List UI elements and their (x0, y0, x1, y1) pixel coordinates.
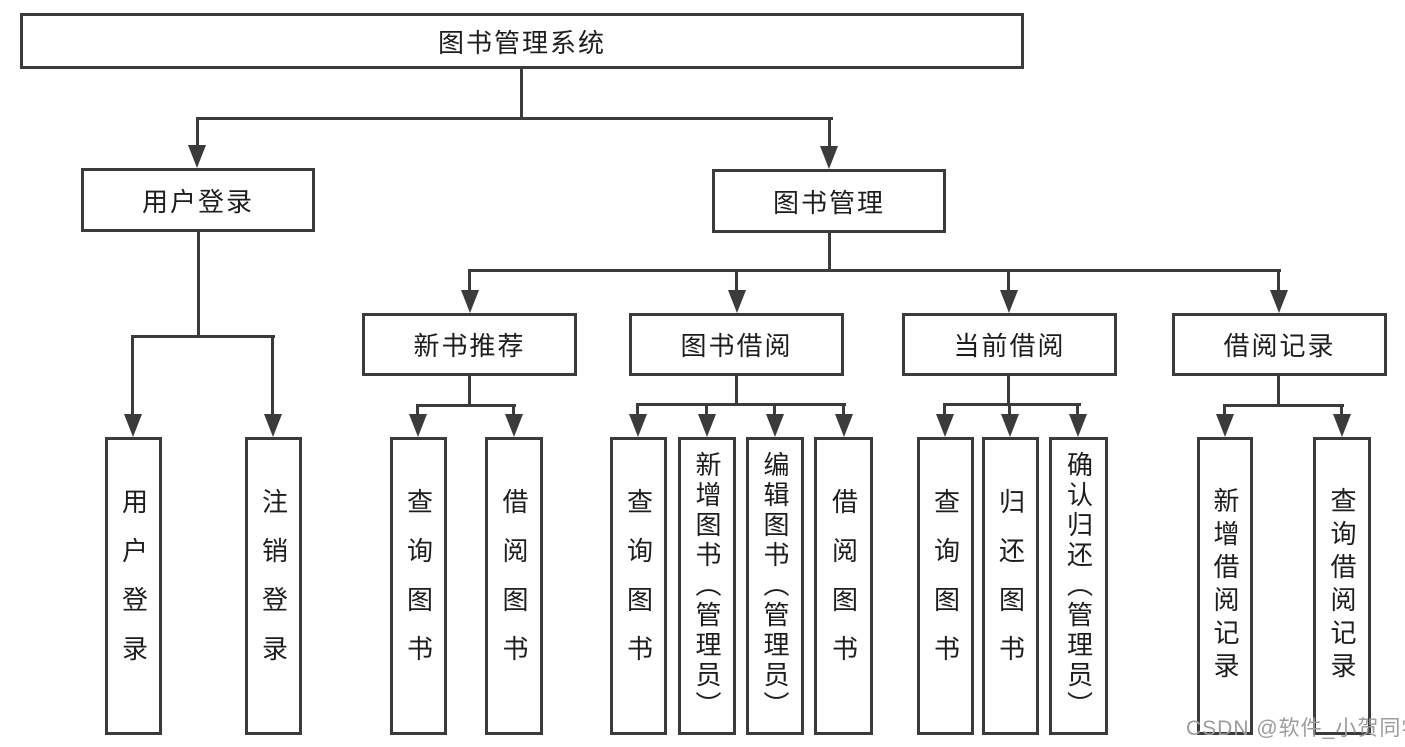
connector-line (828, 117, 831, 148)
leaf-borrow-edit-admin: 编辑图书（管理员） (746, 437, 804, 735)
leaf-newbook-query: 查询图书 (390, 437, 447, 735)
connector-line (1340, 404, 1343, 417)
arrowhead (461, 290, 479, 313)
leaf-current-confirm-admin: 确认归还（管理员） (1049, 437, 1108, 735)
arrowhead (505, 414, 523, 437)
leaf-record-query: 查询借阅记录 (1313, 437, 1371, 735)
arrowhead (264, 414, 282, 437)
leaf-logout: 注销登录 (245, 437, 302, 735)
arrowhead (766, 414, 784, 437)
connector-line (735, 376, 738, 406)
node-new-book: 新书推荐 (362, 313, 577, 376)
connector-line (196, 117, 199, 147)
connector-line (468, 269, 1281, 272)
connector-line (468, 376, 471, 407)
connector-line (131, 335, 134, 416)
arrowhead (409, 414, 427, 437)
connector-line (196, 117, 833, 120)
connector-line (636, 403, 846, 406)
arrowhead (1001, 414, 1019, 437)
leaf-current-query: 查询图书 (917, 437, 974, 735)
connector-line (271, 335, 274, 416)
arrowhead (1069, 414, 1087, 437)
node-root: 图书管理系统 (20, 13, 1024, 69)
arrowhead (820, 146, 838, 169)
arrowhead (728, 290, 746, 313)
leaf-current-return: 归还图书 (982, 437, 1039, 735)
connector-line (735, 269, 738, 293)
connector-line (828, 233, 831, 272)
arrowhead (629, 414, 647, 437)
leaf-borrow-add-admin: 新增图书（管理员） (678, 437, 736, 735)
node-current-borrow: 当前借阅 (902, 313, 1117, 376)
node-borrow-record: 借阅记录 (1172, 313, 1387, 376)
connector-line (943, 403, 946, 417)
leaf-newbook-borrow: 借阅图书 (485, 437, 543, 735)
arrowhead (1000, 290, 1018, 313)
leaf-borrow-borrow: 借阅图书 (814, 437, 873, 735)
csdn-watermark: CSDN @软件_小贺同学 (1186, 717, 1405, 740)
connector-line (1223, 404, 1344, 407)
connector-line (773, 403, 776, 417)
leaf-user-login: 用户登录 (105, 437, 162, 735)
arrowhead (936, 414, 954, 437)
arrowhead (1333, 414, 1351, 437)
connector-line (1277, 269, 1280, 293)
arrowhead (1270, 290, 1288, 313)
connector-line (943, 403, 1081, 406)
arrowhead (124, 414, 142, 437)
connector-line (416, 404, 419, 417)
connector-line (1223, 404, 1226, 417)
connector-line (520, 69, 523, 118)
connector-line (705, 403, 708, 417)
connector-line (1277, 376, 1280, 407)
node-book-borrow: 图书借阅 (629, 313, 844, 376)
connector-line (842, 403, 845, 417)
node-user-login: 用户登录 (81, 168, 315, 232)
arrowhead (188, 145, 206, 168)
connector-line (1007, 269, 1010, 293)
connector-line (1008, 403, 1011, 417)
connector-line (131, 335, 275, 338)
connector-line (468, 269, 471, 293)
connector-line (512, 404, 515, 417)
connector-line (197, 232, 200, 338)
connector-line (636, 403, 639, 417)
arrowhead (835, 414, 853, 437)
connector-line (1007, 376, 1010, 406)
connector-line (416, 404, 516, 407)
leaf-record-add: 新增借阅记录 (1197, 437, 1253, 735)
node-book-mgmt: 图书管理 (712, 169, 946, 233)
connector-line (1076, 403, 1079, 417)
leaf-borrow-query: 查询图书 (610, 437, 667, 735)
arrowhead (698, 414, 716, 437)
arrowhead (1216, 414, 1234, 437)
